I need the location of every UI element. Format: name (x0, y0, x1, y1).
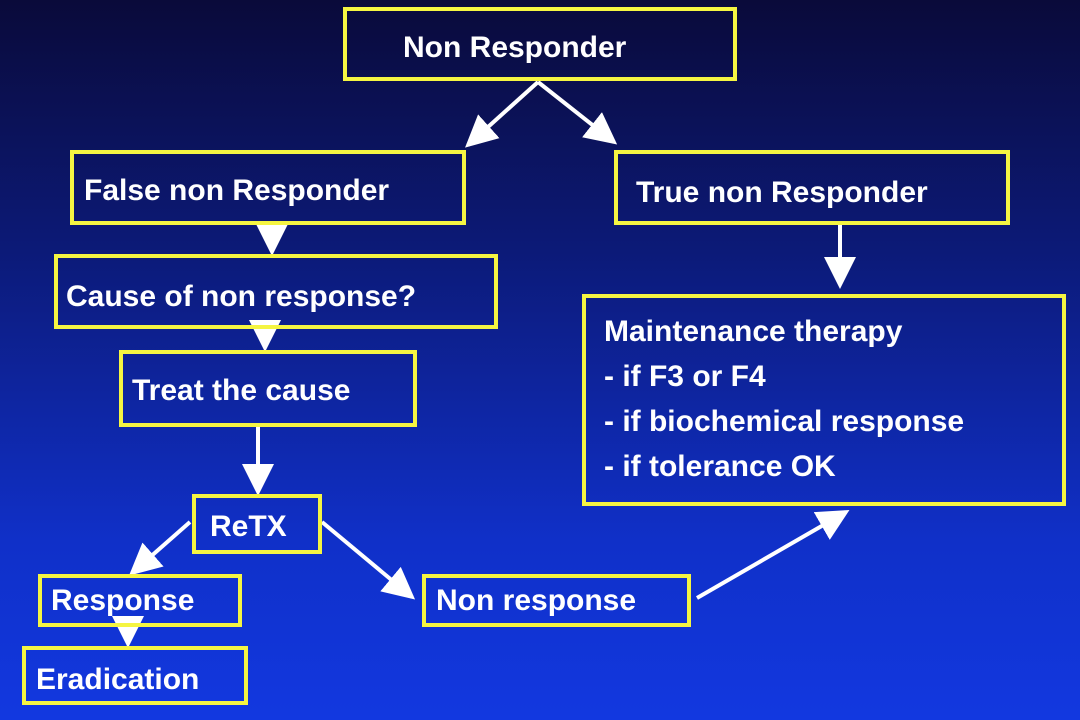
node-eradication-label: Eradication (36, 663, 200, 696)
node-true-non-responder-label: True non Responder (636, 176, 928, 209)
maintenance-condition: - if tolerance OK (604, 450, 836, 483)
node-non-responder: Non Responder (343, 7, 737, 81)
maintenance-title: Maintenance therapy (604, 315, 903, 348)
node-response-label: Response (51, 584, 195, 617)
node-treat-cause: Treat the cause (119, 350, 417, 427)
arrow-root-to-true (536, 80, 618, 145)
maintenance-condition: - if biochemical response (604, 405, 965, 438)
node-non-responder-label: Non Responder (403, 31, 627, 64)
node-treat-cause-label: Treat the cause (132, 374, 351, 407)
arrow-nonresponse-to-maintenance (696, 510, 850, 600)
node-retx-label: ReTX (210, 510, 287, 543)
arrow-retx-to-nonresponse (320, 520, 416, 600)
node-non-response: Non response (422, 574, 691, 627)
node-eradication: Eradication (22, 646, 248, 705)
node-response: Response (38, 574, 242, 627)
node-false-non-responder: False non Responder (70, 150, 466, 225)
arrow-root-to-false (465, 80, 540, 148)
node-cause: Cause of non response? (54, 254, 498, 329)
maintenance-condition: - if F3 or F4 (604, 360, 766, 393)
node-false-non-responder-label: False non Responder (84, 174, 390, 207)
node-cause-label: Cause of non response? (66, 280, 417, 313)
node-true-non-responder: True non Responder (614, 150, 1010, 225)
arrow-retx-to-response (128, 520, 192, 576)
node-maintenance: Maintenance therapy - if F3 or F4 - if b… (582, 294, 1066, 506)
node-non-response-label: Non response (436, 584, 637, 617)
node-retx: ReTX (192, 494, 322, 554)
